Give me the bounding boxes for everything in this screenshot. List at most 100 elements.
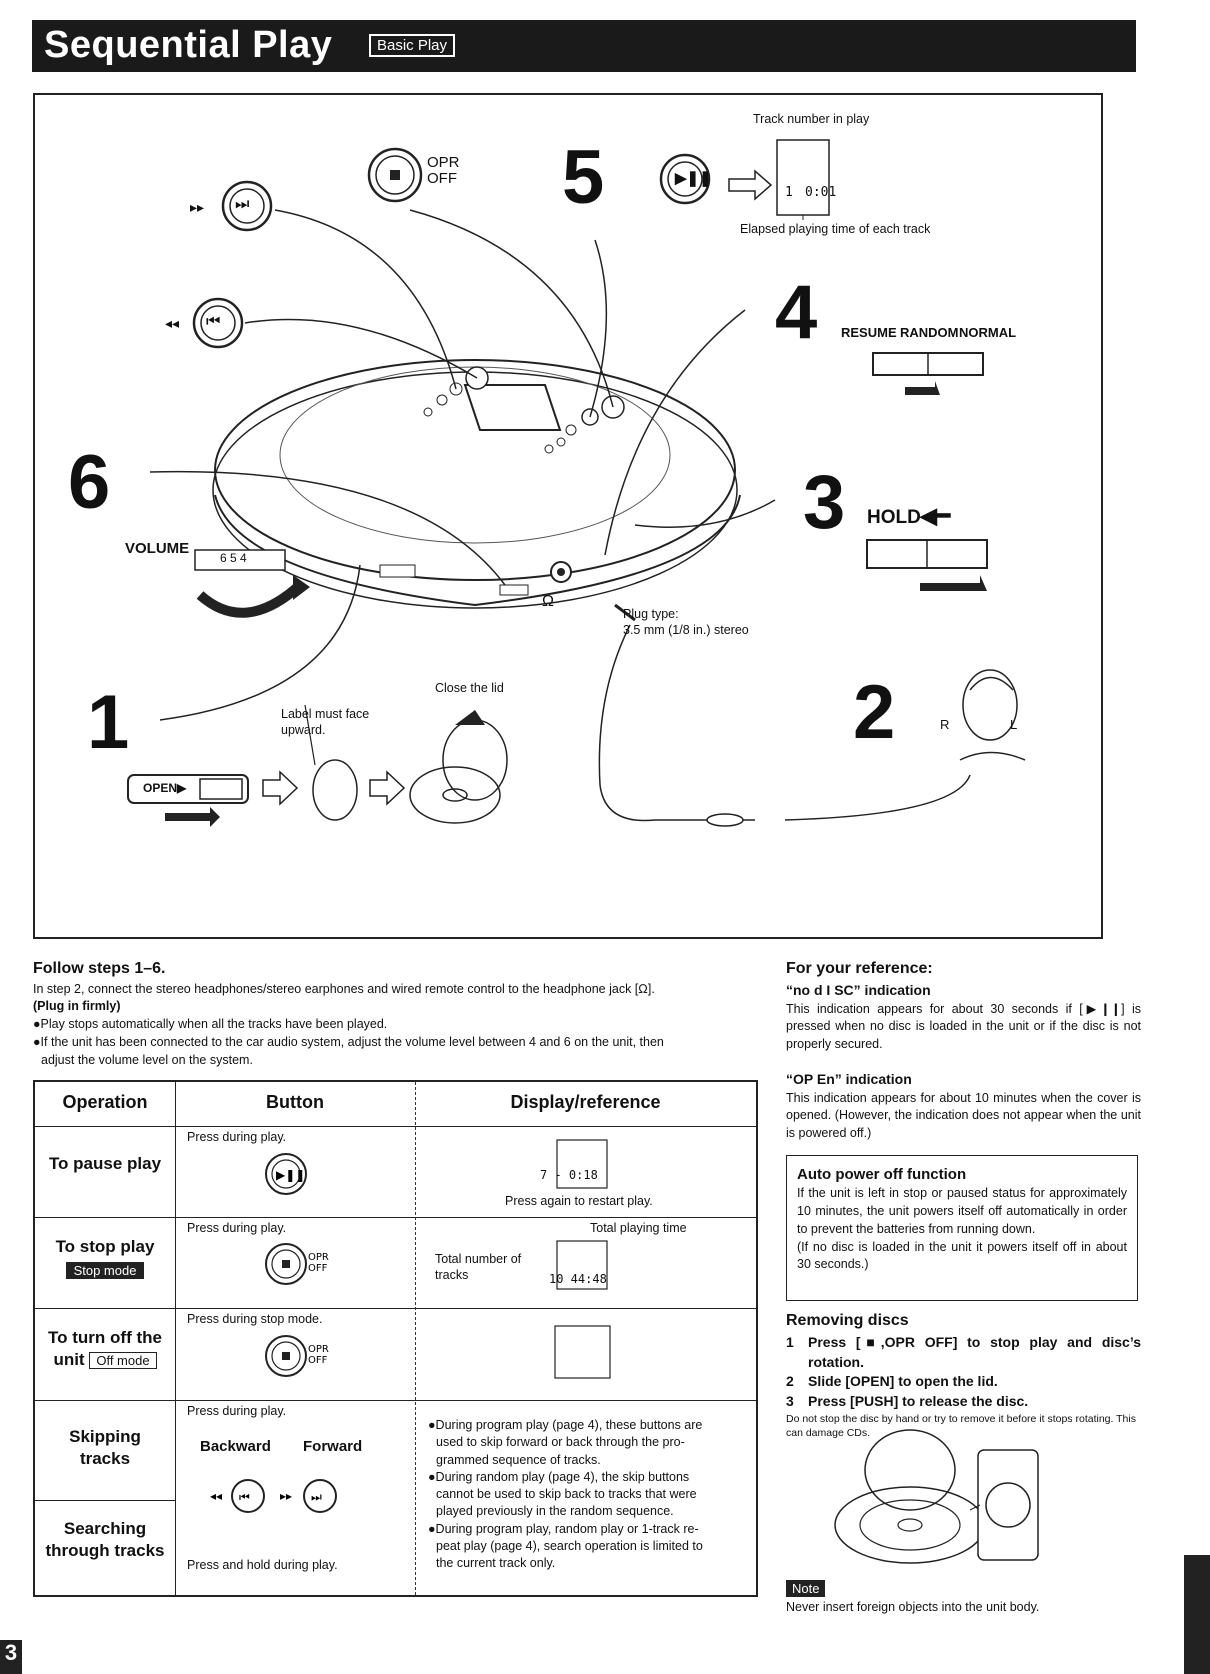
page-title: Sequential Play	[44, 24, 333, 66]
illustration-panel: Track number in play Elapsed playing tim…	[33, 93, 1103, 939]
step-number: 2	[786, 1373, 794, 1390]
step-number: 1	[786, 1333, 794, 1350]
plug-spec-label: 3.5 mm (1/8 in.) stereo	[623, 623, 749, 637]
removing-step-2: Slide [OPEN] to open the lid.	[808, 1373, 998, 1390]
step-2: 2	[853, 670, 896, 755]
rewind-icon: ◂◂	[165, 315, 180, 331]
stop-display-readout: 10 44:48	[549, 1272, 607, 1286]
pause-display-readout: 7 - 0:18	[540, 1168, 598, 1182]
note-badge: Note	[786, 1580, 826, 1597]
skip-note-line: used to skip forward or back through the…	[436, 1435, 685, 1450]
skip-forward-icon: ⏭	[235, 196, 250, 213]
intro-heading: Follow steps 1–6.	[33, 960, 166, 977]
skip-note-line: ●During program play, random play or 1-t…	[428, 1521, 699, 1536]
total-tracks-label: Total number of	[435, 1252, 522, 1266]
press-during-play-1: Press during play.	[187, 1130, 287, 1144]
opr-label: OPR	[427, 154, 460, 171]
svg-text:OFF: OFF	[308, 1355, 328, 1366]
resume-label: RESUME	[841, 325, 897, 340]
fast-forward-icon: ▸▸	[190, 199, 205, 215]
intro-bullet2: ●If the unit has been connected to the c…	[33, 1034, 664, 1049]
press-again-text: Press again to restart play.	[505, 1194, 653, 1208]
normal-label: NORMAL	[959, 325, 1017, 340]
skip-back-icon: ⏮	[206, 313, 221, 330]
skip-note-line: ●During random play (page 4), the skip b…	[428, 1469, 690, 1484]
svg-text:◂◂: ◂◂	[210, 1489, 222, 1503]
title-bar: Sequential Play Basic Play	[32, 20, 1136, 72]
pause-display-icon	[556, 1139, 608, 1189]
intro-bullet1: ●Play stops automatically when all the t…	[33, 1017, 388, 1032]
step-number: 3	[786, 1393, 794, 1410]
skip-note-line: grammed sequence of tracks.	[436, 1452, 601, 1467]
removing-warning: Do not stop the disc by hand or try to r…	[786, 1413, 1136, 1440]
page-number: 3	[0, 1640, 22, 1674]
display-track-readout: 1	[785, 185, 793, 200]
op-turn-off-line2: unit	[53, 1350, 85, 1369]
label-face-line2: upward.	[281, 723, 326, 737]
intro-line2: (Plug in firmly)	[33, 999, 121, 1014]
header-display: Display/reference	[510, 1092, 661, 1112]
skip-note-line: the current track only.	[436, 1556, 556, 1570]
left-ear-label: L	[1010, 717, 1018, 732]
reference-heading: For your reference:	[786, 960, 933, 977]
skip-note-line: played previously in the random sequence…	[436, 1504, 674, 1519]
auto-power-text2: (If no disc is loaded in the unit it pow…	[797, 1239, 1127, 1272]
svg-text:▶❚❚: ▶❚❚	[276, 1168, 305, 1182]
total-tracks-label2: tracks	[435, 1268, 469, 1282]
header-button: Button	[266, 1092, 324, 1112]
off-label: OFF	[427, 170, 457, 187]
label-face-line1: Label must face	[281, 707, 370, 721]
play-pause-icon: ▶❚❚	[675, 170, 712, 187]
header-operation: Operation	[62, 1092, 148, 1112]
right-ear-label: R	[940, 717, 950, 732]
press-during-play-2: Press during play.	[187, 1221, 287, 1235]
op-skipping-line2: tracks	[79, 1449, 131, 1468]
random-label: RANDOM	[900, 325, 959, 340]
disc-removal-illustration	[834, 1429, 1039, 1564]
svg-text:⏭: ⏭	[311, 1490, 322, 1504]
open-text: This indication appears for about 10 min…	[786, 1090, 1141, 1141]
stop-button-icon: OPR OFF	[265, 1243, 329, 1285]
player-illustration	[127, 139, 1026, 827]
intro-line1: In step 2, connect the stereo headphones…	[33, 981, 655, 996]
op-turn-off: To turn off the	[48, 1328, 162, 1347]
removing-step-1: Press [■,OPR OFF] to stop play and disc’…	[808, 1333, 1141, 1370]
removing-step-3: Press [PUSH] to release the disc.	[808, 1393, 1029, 1410]
volume-label: VOLUME	[125, 540, 190, 557]
op-pause: To pause play	[48, 1154, 162, 1173]
op-searching: Searching	[63, 1519, 147, 1538]
step-6: 6	[68, 440, 111, 525]
step-3: 3	[803, 460, 846, 545]
off-mode-badge: Off mode	[89, 1352, 157, 1369]
stop-display-icon	[556, 1240, 608, 1290]
auto-power-box: Auto power off function If the unit is l…	[786, 1155, 1138, 1301]
removing-title: Removing discs	[786, 1312, 909, 1329]
press-and-hold: Press and hold during play.	[187, 1558, 338, 1572]
basic-play-badge: Basic Play	[369, 34, 456, 57]
press-during-stop: Press during stop mode.	[187, 1312, 323, 1326]
skip-note-line: peat play (page 4), search operation is …	[436, 1538, 703, 1553]
op-searching-line2: through tracks	[45, 1541, 165, 1560]
play-pause-button-icon: ▶❚❚	[265, 1153, 307, 1195]
backward-label: Backward	[200, 1438, 271, 1455]
skip-note-line: cannot be used to skip back to tracks th…	[436, 1487, 697, 1501]
hold-label: HOLD	[867, 507, 921, 528]
operations-table: Operation Button Display/reference To pa…	[33, 1080, 758, 1597]
display-elapsed-readout: 0:01	[805, 185, 837, 200]
close-lid-label: Close the lid	[435, 681, 504, 695]
auto-power-title: Auto power off function	[797, 1166, 967, 1183]
svg-text:OFF: OFF	[308, 1263, 328, 1274]
step-1: 1	[87, 680, 130, 765]
elapsed-time-label: Elapsed playing time of each track	[740, 222, 931, 236]
auto-power-text: If the unit is left in stop or paused st…	[797, 1186, 1127, 1236]
hold-arrow-icon: ◀━	[920, 503, 951, 528]
plug-type-label: Plug type:	[623, 607, 679, 621]
skip-notes: ●During program play (page 4), these but…	[428, 1417, 746, 1572]
op-stop: To stop play	[55, 1237, 155, 1256]
reference-section: For your reference: “no d I SC” indicati…	[786, 958, 1141, 1143]
volume-dial-digits: 6 5 4	[220, 551, 247, 565]
op-skipping: Skipping	[69, 1427, 141, 1446]
svg-text:▸▸: ▸▸	[280, 1489, 292, 1503]
nodisc-title: “no d I SC” indication	[786, 981, 931, 998]
skip-buttons-icon: ◂◂ ⏮ ▸▸ ⏭	[210, 1479, 337, 1513]
